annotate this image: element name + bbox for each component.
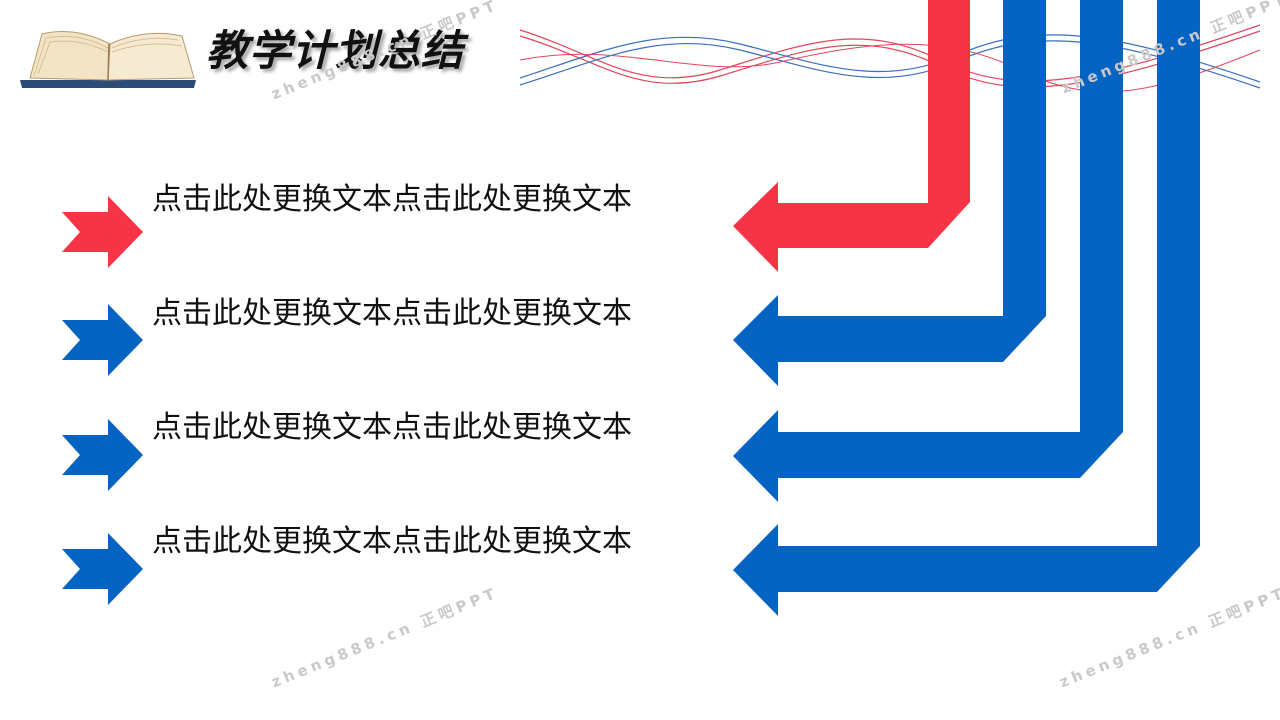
list-item-text-1[interactable]: 点击此处更换文本点击此处更换文本 (152, 182, 632, 217)
chevron-arrow-icon (62, 196, 143, 268)
slide-title: 教学计划总结 (206, 26, 465, 75)
list-item-text-4[interactable]: 点击此处更换文本点击此处更换文本 (152, 524, 632, 559)
elbow-arrow-icon (733, 0, 970, 272)
list-item-text-2[interactable]: 点击此处更换文本点击此处更换文本 (152, 296, 632, 331)
elbow-arrow-icon (733, 0, 1046, 386)
elbow-arrow-icon (733, 0, 1123, 502)
chevron-arrow-icon (62, 533, 143, 605)
chevron-arrow-icon (62, 304, 143, 376)
chevron-arrow-icon (62, 419, 143, 491)
elbow-arrow-icon (733, 0, 1200, 616)
list-item-text-3[interactable]: 点击此处更换文本点击此处更换文本 (152, 410, 632, 445)
